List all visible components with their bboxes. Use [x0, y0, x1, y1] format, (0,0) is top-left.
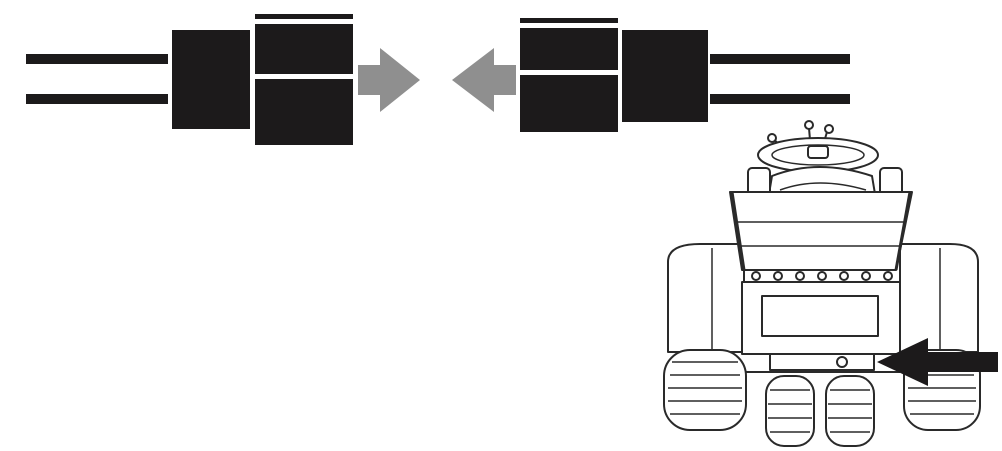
dump-bed [729, 191, 913, 271]
left-plug-pin-bottom [255, 79, 353, 145]
left-wire-bottom [26, 94, 168, 104]
right-wire-bottom [710, 94, 850, 104]
rear-fender-right [899, 243, 979, 353]
right-connector-icon [520, 18, 850, 132]
hinge-bolts [751, 271, 893, 281]
left-plug-pin-top [255, 24, 353, 74]
license-plate [761, 295, 879, 337]
right-wire-top [710, 54, 850, 64]
left-plug-rim [255, 14, 353, 19]
steering-knobs [767, 120, 834, 147]
arrow-left-icon [452, 48, 516, 112]
wheel-left-outer [663, 349, 747, 431]
right-plug-housing [622, 30, 708, 122]
hitch-bracket [769, 353, 875, 371]
left-plug-housing [172, 30, 250, 129]
tractor-rear-view-icon [663, 120, 981, 447]
right-plug-pin-top [520, 28, 618, 70]
wheel-center-right [825, 375, 875, 447]
right-plug-rim [520, 18, 618, 23]
arrow-right-icon [358, 48, 420, 112]
right-plug-pin-bottom [520, 75, 618, 132]
rear-fender-left [667, 243, 745, 353]
pointer-arrow-icon [877, 338, 998, 386]
left-connector-icon [26, 14, 353, 145]
left-wire-top [26, 54, 168, 64]
connector-socket [836, 356, 848, 368]
wheel-center-left [765, 375, 815, 447]
